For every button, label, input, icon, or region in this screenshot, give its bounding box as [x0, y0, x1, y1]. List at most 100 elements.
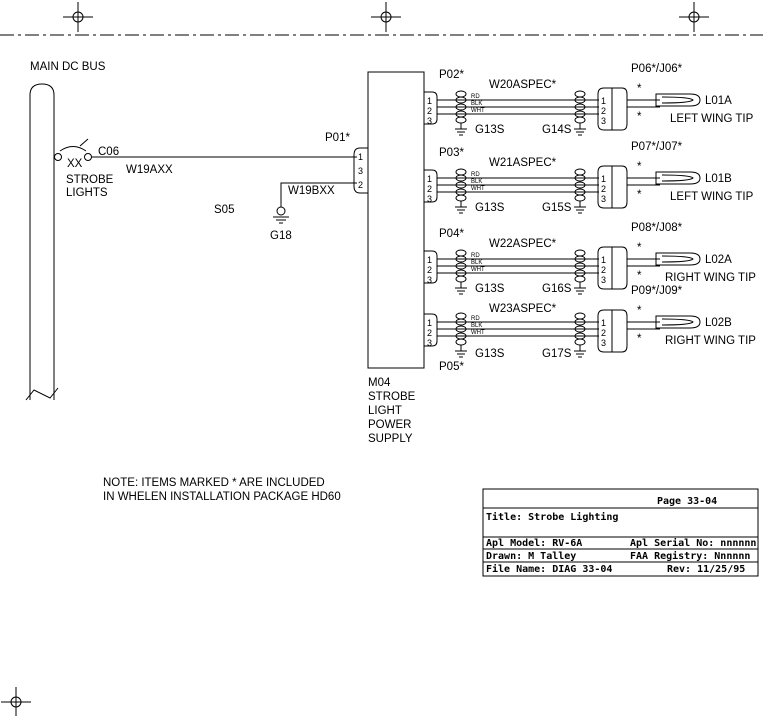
lamp-location-label: LEFT WING TIP: [670, 191, 754, 203]
main-dc-bus: [29, 83, 55, 400]
lamp-connector: [597, 87, 613, 131]
shield-ring: [455, 325, 467, 333]
channel-pin: 2: [427, 106, 432, 116]
wire-color-label: RD: [471, 316, 480, 322]
channel-pin: 1: [427, 174, 432, 184]
wire-color-label: BLK: [471, 260, 482, 266]
channel-connector: [424, 91, 438, 125]
note-line2: IN WHELEN INSTALLATION PACKAGE HD60: [103, 491, 341, 503]
strobe-lamp: [655, 252, 701, 266]
channel-pin: 3: [427, 275, 432, 285]
lamp-pin: 2: [601, 106, 606, 116]
title-registry: FAA Registry: Nnnnnn: [630, 550, 750, 562]
channel-connector-label: P03*: [439, 147, 464, 159]
shield-ring: [455, 312, 467, 320]
lamp-location-label: RIGHT WING TIP: [665, 272, 756, 284]
lamp-connector: [597, 246, 613, 290]
shield-ring: [455, 116, 467, 124]
included-marker: *: [637, 161, 642, 173]
shield-ground-label: G13S: [475, 348, 505, 360]
lamp-connector-label: P06*/J06*: [631, 63, 683, 75]
power-supply-line: LIGHT: [368, 405, 402, 417]
registration-mark: [371, 2, 401, 32]
wire-color-label: BLK: [471, 179, 482, 185]
lamp-pin: 3: [601, 116, 606, 126]
shield-ring: [574, 262, 586, 270]
channel-pin: 1: [427, 318, 432, 328]
lamp-connector: [597, 309, 613, 353]
ground-symbol: [273, 206, 289, 224]
wire-color-label: RD: [471, 253, 480, 259]
bus-label: MAIN DC BUS: [30, 61, 106, 73]
lamp-pin: 3: [601, 275, 606, 285]
power-supply-box: [367, 71, 425, 369]
shield-ground-label: G13S: [475, 124, 505, 136]
lamp-ref-label: L01B: [705, 173, 732, 185]
breaker-name-line1: STROBE: [66, 174, 114, 186]
included-marker: *: [637, 305, 642, 317]
wire-main-label: W19AXX: [126, 164, 173, 176]
channel-pin: 1: [427, 255, 432, 265]
power-supply-line: STROBE: [368, 391, 416, 403]
wire-color-label: WHT: [471, 330, 485, 336]
shield-ring: [574, 168, 586, 176]
channel-pin: 1: [427, 96, 432, 106]
lamp-pin: 2: [601, 184, 606, 194]
channel-pin: 3: [427, 338, 432, 348]
strobe-lamp-inner: [661, 255, 694, 263]
power-pin: 1: [358, 152, 363, 162]
included-marker: *: [637, 270, 642, 282]
lamp-connector-shell: [612, 165, 628, 209]
included-marker: *: [637, 111, 642, 123]
channel-connector: [424, 313, 438, 347]
shield-ring: [455, 262, 467, 270]
shield-ring: [574, 116, 586, 124]
breaker-name-line2: LIGHTS: [66, 187, 108, 199]
shield-ring: [455, 181, 467, 189]
title-drawn: Drawn: M Talley: [486, 551, 576, 562]
title-text: Title: Strobe Lighting: [486, 511, 618, 523]
shield-ground-label: G13S: [475, 202, 505, 214]
shield-ring: [574, 90, 586, 98]
title-model: Apl Model: RV-6A: [486, 538, 582, 549]
shield-ring: [455, 90, 467, 98]
channel-wire-label: W21ASPEC*: [489, 157, 557, 169]
registration-mark: [679, 2, 709, 32]
strobe-lamp: [655, 315, 701, 329]
wire-color-label: WHT: [471, 108, 485, 114]
power-supply-line: SUPPLY: [368, 433, 413, 445]
title-block: [482, 488, 759, 577]
breaker-rating: XX: [67, 158, 83, 170]
shield-ring: [455, 168, 467, 176]
lamp-pin: 3: [601, 338, 606, 348]
shield-ring: [574, 275, 586, 283]
strobe-lamp-inner: [661, 96, 694, 104]
included-marker: *: [637, 333, 642, 345]
lamp-ref-label: L01A: [705, 95, 732, 107]
lamp-connector-shell: [612, 87, 628, 131]
shield-ring: [455, 338, 467, 346]
end-ground-label: G17S: [542, 348, 572, 360]
wire-color-label: BLK: [471, 101, 482, 107]
wire-ground-label: W19BXX: [288, 185, 335, 197]
power-supply-ref: M04: [368, 377, 391, 389]
channel-wire-label: W22ASPEC*: [489, 238, 557, 250]
wire-color-label: RD: [471, 172, 480, 178]
title-page: Page 33-04: [657, 496, 717, 507]
shield-ring: [455, 275, 467, 283]
power-connector: [353, 147, 368, 194]
shield-ring: [574, 338, 586, 346]
shield-ring: [574, 103, 586, 111]
strobe-lamp-inner: [661, 174, 694, 182]
lamp-connector-shell: [612, 309, 628, 353]
channel-connector-label: P02*: [439, 69, 464, 81]
lamp-location-label: LEFT WING TIP: [670, 113, 754, 125]
channel-connector-label: P04*: [439, 228, 464, 240]
bus-break-mark: [25, 387, 59, 401]
channel-wire-label: W20ASPEC*: [489, 79, 557, 91]
channel-pin: 2: [427, 184, 432, 194]
title-serial: Apl Serial No: nnnnnn: [630, 537, 756, 549]
channel-connector: [424, 169, 438, 203]
shield-ring: [574, 194, 586, 202]
